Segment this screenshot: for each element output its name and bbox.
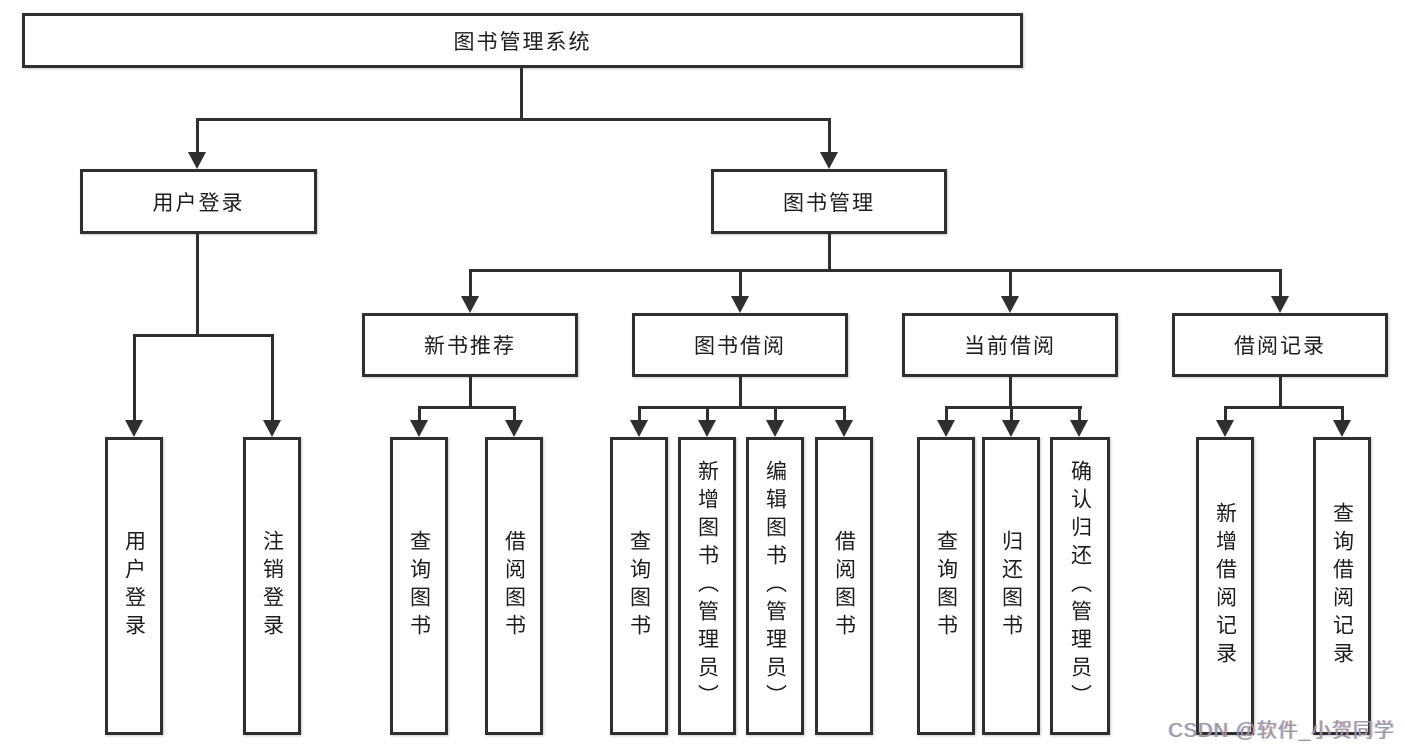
leaf-query-books-borrow: 查询图书 — [610, 437, 668, 735]
leaf-return-books: 归还图书 — [982, 437, 1040, 735]
connector-borrowing-stem — [739, 377, 742, 408]
node-label: 当前借阅 — [964, 335, 1056, 358]
node-library-management-system: 图书管理系统 — [22, 13, 1023, 68]
node-user-login: 用户登录 — [80, 169, 317, 234]
arrow-down-icon — [188, 152, 206, 169]
node-label: 用户登录 — [152, 191, 245, 215]
leaf-query-books-current: 查询图书 — [917, 437, 975, 735]
arrow-down-icon — [835, 420, 853, 437]
arrow-down-icon — [263, 420, 281, 437]
arrow-down-icon — [820, 152, 838, 169]
connector-drop-leaf — [513, 406, 516, 422]
connector-drop-leaf — [638, 406, 641, 422]
arrow-down-icon — [1001, 296, 1019, 313]
leaf-add-books-admin: 新增图书（管理员） — [678, 437, 736, 735]
connector-userlogin-stem — [196, 234, 199, 335]
node-borrowing-records: 借阅记录 — [1172, 313, 1388, 377]
leaf-query-borrow-record: 查询借阅记录 — [1313, 437, 1371, 735]
connector-current-arm — [945, 406, 1082, 409]
connector-drop-book-management — [828, 118, 831, 154]
connector-drop-user-login — [196, 118, 199, 154]
arrow-down-icon — [410, 420, 428, 437]
node-current-borrowing: 当前借阅 — [902, 313, 1118, 377]
connector-records-arm — [1224, 406, 1344, 409]
connector-drop-l3 — [1279, 269, 1282, 298]
leaf-label: 确认归还（管理员） — [1068, 460, 1092, 712]
connector-drop-leaf — [945, 406, 948, 422]
leaf-label: 用户登录 — [122, 530, 146, 642]
leaf-add-borrow-record: 新增借阅记录 — [1196, 437, 1254, 735]
node-new-book-recommend: 新书推荐 — [362, 313, 578, 377]
connector-current-stem — [1009, 377, 1012, 408]
connector-records-stem — [1279, 377, 1282, 408]
leaf-confirm-return-admin: 确认归还（管理员） — [1050, 437, 1110, 735]
node-label: 图书管理 — [783, 191, 875, 215]
leaf-query-books-recommend: 查询图书 — [390, 437, 448, 735]
arrow-down-icon — [505, 420, 523, 437]
leaf-label: 归还图书 — [999, 530, 1023, 642]
connector-drop-leaf — [774, 406, 777, 422]
connector-drop-leaf — [418, 406, 421, 422]
connector-drop-leaf — [1010, 406, 1013, 422]
arrow-down-icon — [461, 296, 479, 313]
node-label: 借阅记录 — [1234, 335, 1326, 358]
connector-userlogin-arm — [133, 334, 274, 337]
arrow-down-icon — [766, 420, 784, 437]
node-book-borrowing: 图书借阅 — [632, 313, 848, 377]
connector-drop-leaf — [706, 406, 709, 422]
arrow-down-icon — [1002, 420, 1020, 437]
connector-drop-leaf — [1078, 406, 1081, 422]
connector-drop-l3 — [469, 269, 472, 298]
connector-drop-l3 — [1009, 269, 1012, 298]
leaf-logout: 注销登录 — [243, 437, 301, 735]
connector-drop-leaf — [843, 406, 846, 422]
node-label: 新书推荐 — [424, 335, 516, 358]
leaf-label: 查询图书 — [407, 530, 431, 642]
connector-drop-leaf — [1341, 406, 1344, 422]
arrow-down-icon — [1271, 296, 1289, 313]
connector-drop-l3 — [739, 269, 742, 298]
node-label: 图书借阅 — [694, 335, 786, 358]
connector-recommend-stem — [469, 377, 472, 408]
arrow-down-icon — [1216, 420, 1234, 437]
leaf-label: 新增图书（管理员） — [695, 460, 719, 712]
connector-drop-leaf — [271, 334, 274, 421]
connector-drop-leaf — [1224, 406, 1227, 422]
node-book-management: 图书管理 — [711, 169, 947, 234]
arrow-down-icon — [1070, 420, 1088, 437]
connector-bookmgmt-stem — [828, 234, 831, 272]
leaf-label: 借阅图书 — [832, 530, 856, 642]
connector-root-arm — [196, 118, 831, 121]
connector-bookmgmt-arm — [469, 269, 1282, 272]
leaf-borrow-books: 借阅图书 — [815, 437, 873, 735]
arrow-down-icon — [731, 296, 749, 313]
connector-borrowing-arm — [638, 406, 846, 409]
leaf-edit-books-admin: 编辑图书（管理员） — [746, 437, 804, 735]
connector-drop-leaf — [133, 334, 136, 421]
leaf-label: 查询借阅记录 — [1330, 502, 1354, 670]
csdn-watermark: CSDN @软件_小贺同学 — [1168, 720, 1395, 742]
leaf-label: 查询图书 — [934, 530, 958, 642]
leaf-label: 借阅图书 — [502, 530, 526, 642]
arrow-down-icon — [698, 420, 716, 437]
connector-root-stem — [520, 68, 523, 121]
leaf-user-login: 用户登录 — [105, 437, 163, 735]
leaf-label: 新增借阅记录 — [1213, 502, 1237, 670]
arrow-down-icon — [937, 420, 955, 437]
leaf-label: 注销登录 — [260, 530, 284, 642]
leaf-label: 编辑图书（管理员） — [763, 460, 787, 712]
arrow-down-icon — [1333, 420, 1351, 437]
arrow-down-icon — [125, 420, 143, 437]
connector-recommend-arm — [418, 406, 516, 409]
arrow-down-icon — [630, 420, 648, 437]
leaf-borrow-books-recommend: 借阅图书 — [485, 437, 543, 735]
leaf-label: 查询图书 — [627, 530, 651, 642]
node-label: 图书管理系统 — [453, 30, 592, 54]
